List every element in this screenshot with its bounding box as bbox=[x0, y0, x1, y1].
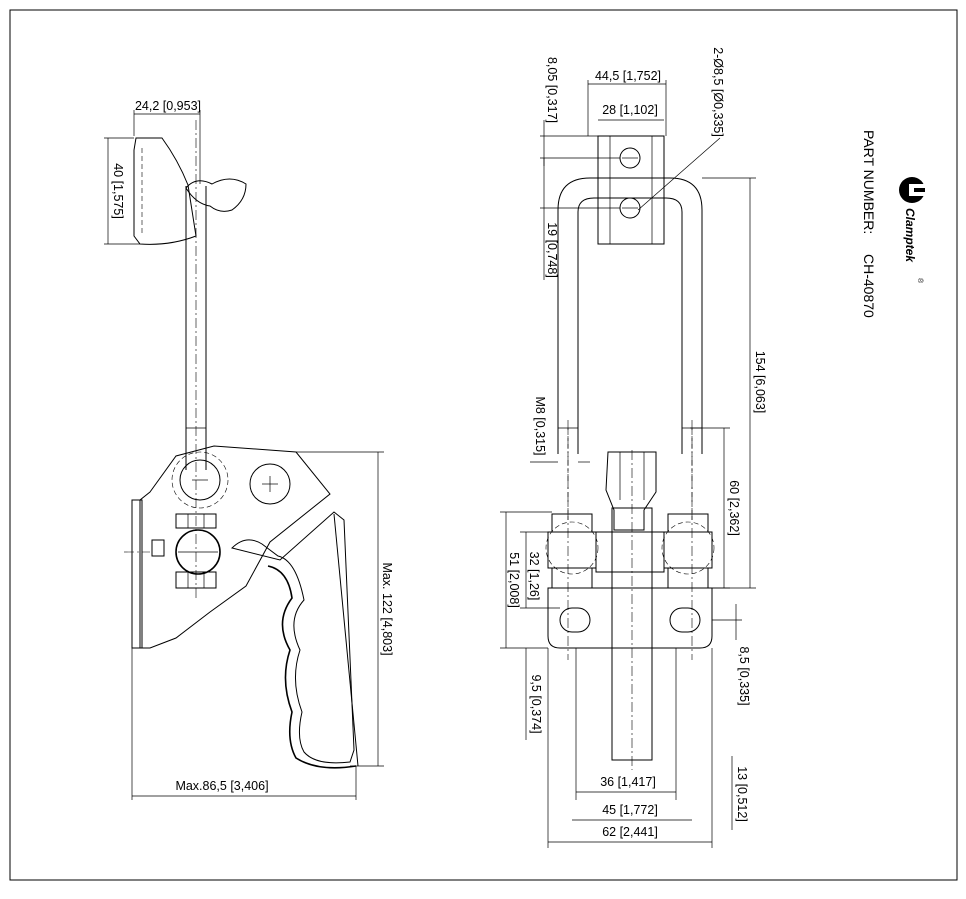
dim-hole-dia-leader bbox=[637, 137, 721, 211]
trunnion bbox=[175, 529, 221, 575]
lower-nut bbox=[175, 571, 217, 589]
dim-plate-width: 28 [1,102] bbox=[602, 103, 658, 117]
side-view: 24,2 [0,953] 40 [1,575] Max. 122 [4,803]… bbox=[104, 99, 394, 800]
left-mount-slot bbox=[559, 607, 591, 633]
left-pivot-hidden bbox=[545, 521, 599, 575]
cross-bar bbox=[595, 531, 665, 573]
right-lower-nut bbox=[667, 567, 709, 589]
top-plate bbox=[597, 135, 665, 245]
u-bolt-outer bbox=[557, 177, 703, 454]
clamp-head bbox=[605, 451, 657, 531]
sheet-border bbox=[9, 9, 958, 881]
dim-thread: M8 [0,315] bbox=[533, 396, 547, 455]
latch-hook bbox=[133, 137, 197, 245]
dim-bolt-span: 32 [1,26] bbox=[527, 552, 541, 601]
left-trunnion-block bbox=[547, 531, 597, 569]
pivot-boss bbox=[249, 463, 291, 505]
part-number-label: PART NUMBER: bbox=[861, 130, 877, 234]
base-stud bbox=[151, 539, 165, 557]
right-pivot-hidden bbox=[661, 521, 715, 575]
rod-pivot bbox=[179, 459, 221, 501]
dim-mount-span: 45 [1,772] bbox=[602, 803, 658, 817]
right-mount-slot bbox=[669, 607, 701, 633]
dim-total-height: 154 [6,063] bbox=[753, 351, 767, 414]
dim-hook-height: 40 [1,575] bbox=[111, 163, 125, 219]
base-plate bbox=[547, 587, 713, 649]
title-block: Clamptek ® PART NUMBER: CH-40870 bbox=[861, 130, 925, 318]
dim-max-width: Max.86,5 [3,406] bbox=[175, 779, 268, 793]
dim-travel: 60 [2,362] bbox=[727, 480, 741, 536]
dim-base-thick: 9,5 [0,374] bbox=[529, 674, 543, 733]
brand-logo-bar bbox=[914, 188, 925, 192]
hook-eye bbox=[185, 178, 247, 212]
rod-pivot-hidden bbox=[171, 451, 229, 509]
dim-base-height: 51 [2,008] bbox=[507, 552, 521, 608]
upper-nut bbox=[175, 513, 217, 529]
left-upper-nut bbox=[551, 513, 593, 533]
lever-body bbox=[139, 445, 331, 649]
base-plate-side bbox=[131, 499, 143, 649]
dim-hole-span: 44,5 [1,752] bbox=[595, 69, 661, 83]
brand-mark: ® bbox=[916, 278, 924, 284]
dim-max-height: Max. 122 [4,803] bbox=[380, 562, 394, 655]
u-bolt-inner bbox=[577, 197, 683, 454]
right-trunnion-block bbox=[663, 531, 713, 569]
handle-grip bbox=[267, 565, 357, 769]
part-number-value: CH-40870 bbox=[861, 254, 877, 318]
handle-back-edge bbox=[333, 513, 359, 767]
dim-top-width: 24,2 [0,953] bbox=[135, 99, 201, 113]
dim-slot-width: 8,05 [0,317] bbox=[545, 57, 559, 123]
dim-base-width: 62 [2,441] bbox=[602, 825, 658, 839]
dim-slot-offset: 8,5 [0,335] bbox=[737, 646, 751, 705]
left-lower-nut bbox=[551, 567, 593, 589]
dim-hole-pitch: 19 [0,748] bbox=[545, 222, 559, 278]
dim-arm-width: 13 [0,512] bbox=[735, 766, 749, 822]
brand-logo bbox=[899, 177, 925, 203]
right-upper-nut bbox=[667, 513, 709, 533]
dim-hole-dia: 2-Ø8,5 [Ø0,335] bbox=[711, 47, 725, 137]
front-view: 8,05 [0,317] 44,5 [1,752] 28 [1,102] 2-Ø… bbox=[500, 47, 767, 848]
handle-body bbox=[231, 511, 355, 764]
brand-name: Clamptek bbox=[903, 208, 917, 263]
dim-mount-pitch: 36 [1,417] bbox=[600, 775, 656, 789]
